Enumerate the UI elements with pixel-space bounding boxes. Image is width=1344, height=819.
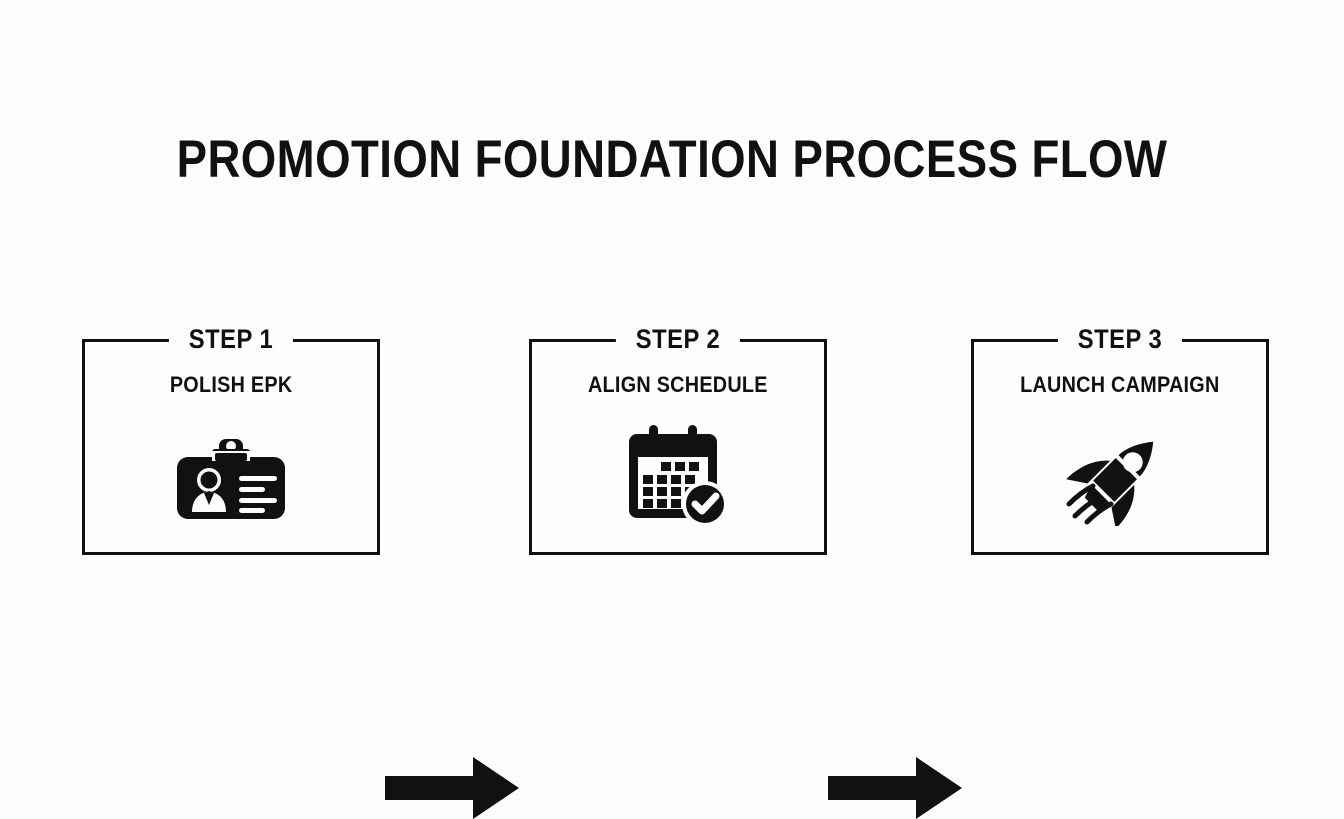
step-card-1[interactable]: STEP 1 POLISH EPK — [82, 322, 380, 555]
step-subtitle-2-text: ALIGN SCHEDULE — [588, 372, 768, 397]
arrow-right-icon-1 — [385, 757, 519, 819]
step-label-1: STEP 1 — [168, 322, 294, 356]
step-subtitle-1-text: POLISH EPK — [169, 372, 293, 397]
process-flow-slide: PROMOTION FOUNDATION PROCESS FLOW STEP 1… — [0, 130, 1344, 819]
calendar-check-icon — [618, 420, 738, 530]
arrow-right-icon-2 — [828, 757, 962, 819]
page-title: PROMOTION FOUNDATION PROCESS FLOW — [176, 130, 1168, 189]
step-subtitle-1: POLISH EPK — [85, 371, 377, 399]
step-label-2-text: STEP 2 — [635, 324, 721, 354]
step-subtitle-3-text: LAUNCH CAMPAIGN — [1020, 372, 1220, 397]
step-card-2[interactable]: STEP 2 ALIGN SCHEDULE — [529, 322, 827, 555]
step-subtitle-2: ALIGN SCHEDULE — [532, 371, 824, 399]
id-badge-icon — [171, 420, 291, 530]
step-label-2: STEP 2 — [615, 322, 741, 356]
step-label-3-text: STEP 3 — [1077, 324, 1163, 354]
process-flow-row: STEP 1 POLISH EPK — [0, 322, 1344, 819]
step-label-3: STEP 3 — [1057, 322, 1183, 356]
step-subtitle-3: LAUNCH CAMPAIGN — [974, 371, 1266, 399]
step-label-1-text: STEP 1 — [188, 324, 274, 354]
step-card-3[interactable]: STEP 3 LAUNCH CAMPAIGN — [971, 322, 1269, 555]
rocket-icon — [1060, 420, 1180, 530]
